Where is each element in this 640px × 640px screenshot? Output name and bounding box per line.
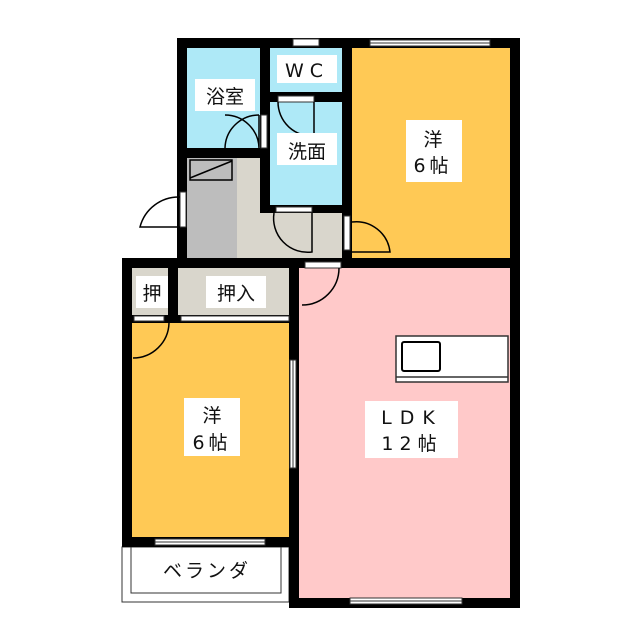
entrance-area [187, 158, 237, 260]
western-room-2-type: 洋 [202, 405, 221, 427]
washroom-label: 洗面 [288, 141, 326, 163]
ldk-label: LDK [381, 407, 443, 429]
windows [133, 38, 491, 605]
sink [401, 341, 441, 372]
closet-label: 押入 [217, 283, 255, 305]
wc-label: WC [285, 60, 329, 82]
western-room-1-size: 6帖 [413, 155, 452, 177]
bath-label: 浴室 [206, 86, 244, 108]
hallway-area [237, 158, 344, 260]
western-room-1-type: 洋 [423, 129, 442, 151]
closet-small-label: 押 [142, 283, 161, 305]
veranda-label: ベランダ [163, 560, 251, 582]
ldk-size: 12帖 [381, 433, 442, 455]
kitchen-counter [395, 335, 509, 383]
western-room-2-size: 6帖 [192, 432, 231, 454]
